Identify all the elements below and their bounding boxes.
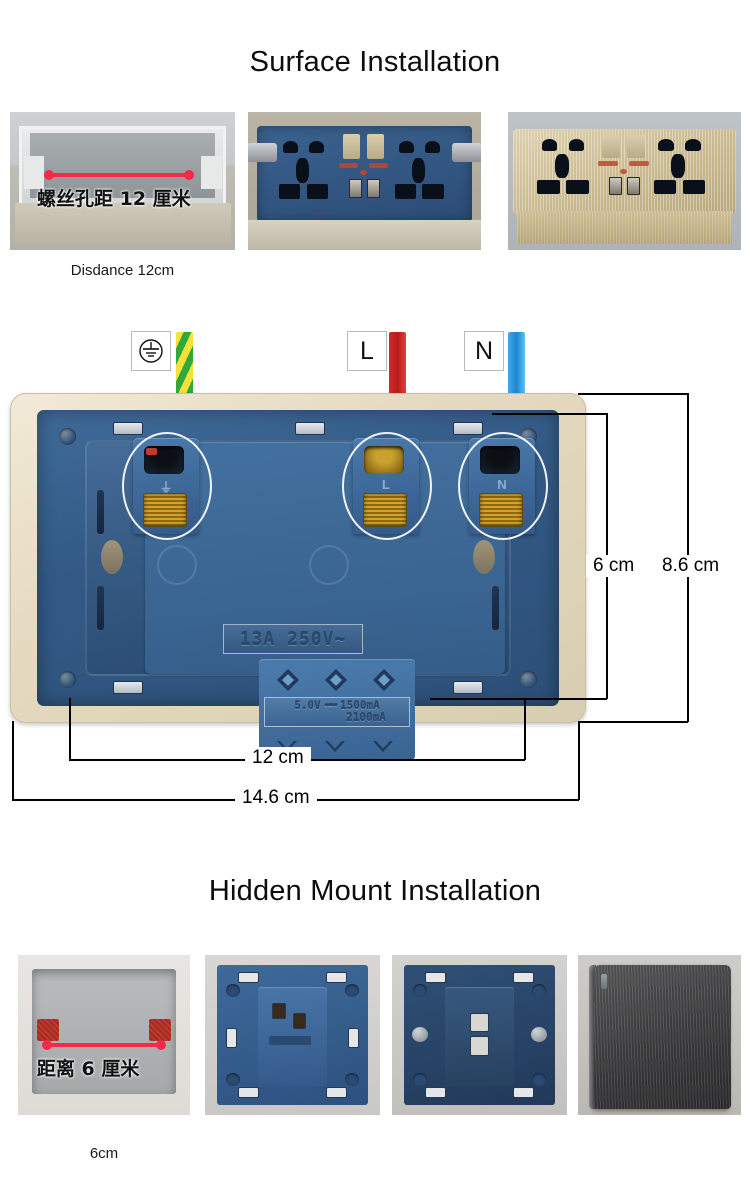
usb-module-block: 5.0V ━━ 1500mA 2100mA [259, 659, 415, 760]
earth-wire-tag [131, 331, 171, 371]
neutral-terminal-highlight [458, 432, 548, 540]
rating-molded-text: 13A 250V~ [223, 624, 363, 654]
live-terminal-highlight [342, 432, 432, 540]
wall-back-box-photo: 距离 6 厘米 [18, 955, 190, 1115]
measure-line-6cm [41, 1040, 167, 1050]
dim-6cm-label: 6 cm [586, 555, 642, 577]
earth-symbol-icon [139, 339, 163, 363]
dim-12cm-leader-right [524, 698, 526, 760]
overlay-text-cn-12cm: 螺丝孔距 12 厘米 [37, 187, 191, 210]
module-mounted-photo [392, 955, 567, 1115]
surface-installation-title: Surface Installation [249, 46, 501, 78]
measure-line-12cm [44, 169, 194, 180]
faceplate-angle-photo [578, 955, 741, 1115]
dim-6cm-leader-top [492, 413, 607, 415]
caption-6cm: 6cm [89, 1145, 119, 1162]
dim-6cm-leader-bottom [430, 698, 607, 700]
surface-box-photo: 螺丝孔距 12 厘米 [10, 112, 235, 250]
dim-146cm-label: 14.6 cm [235, 787, 317, 809]
caption-distance-12cm: Disdance 12cm [70, 262, 175, 279]
dim-86cm-leader-bottom [578, 721, 688, 723]
dim-12cm-leader-left [69, 698, 71, 760]
dim-86cm-label: 8.6 cm [655, 555, 727, 577]
surface-finished-photo [508, 112, 741, 250]
surface-module-photo [248, 112, 481, 250]
module-rear-photo [205, 955, 380, 1115]
dim-12cm-label: 12 cm [245, 747, 311, 769]
overlay-text-cn-6cm: 距离 6 厘米 [36, 1058, 140, 1081]
dim-146cm-leader-left [12, 721, 14, 800]
wiring-dimension-diagram: L N [0, 300, 750, 830]
live-wire-tag: L [347, 331, 387, 371]
usb-current-2: 2100mA [346, 711, 386, 724]
usb-voltage: 5.0V [294, 699, 321, 713]
dim-86cm-leader-top [578, 393, 688, 395]
socket-rear-body: 13A 250V~ 5.0V ━━ 1500mA [10, 393, 586, 760]
earth-terminal-highlight [122, 432, 212, 540]
neutral-wire-tag: N [464, 331, 504, 371]
usb-current-1: 1500mA [340, 699, 380, 713]
hidden-mount-installation-title: Hidden Mount Installation [208, 875, 542, 907]
dim-146cm-leader-right [578, 721, 580, 800]
usb-spec-molded-text: 5.0V ━━ 1500mA 2100mA [264, 697, 410, 727]
